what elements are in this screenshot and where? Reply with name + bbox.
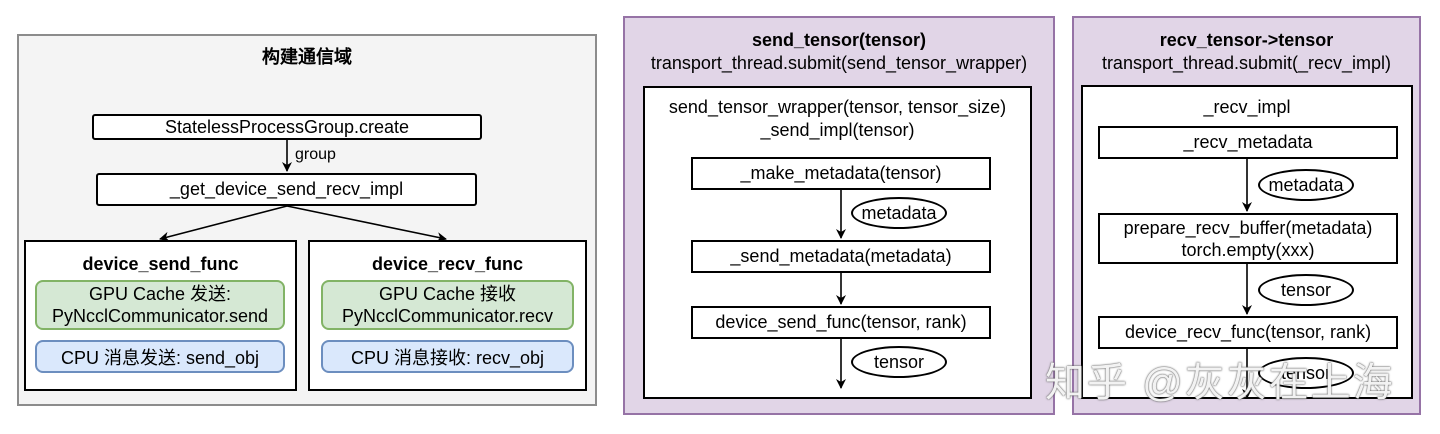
prepare-recv-buffer-box: prepare_recv_buffer(metadata) torch.empt… xyxy=(1098,213,1398,264)
tensor-oval-recv-1: tensor xyxy=(1258,274,1354,306)
impl-to-recv-func-arrow xyxy=(286,205,447,243)
prepare-recv-line1: prepare_recv_buffer(metadata) xyxy=(1123,217,1373,238)
prepare-recv-line2: torch.empty(xxx) xyxy=(1181,239,1315,260)
cpu-recv-box: CPU 消息接收: recv_obj xyxy=(321,340,574,373)
metadata-oval-send: metadata xyxy=(851,197,947,229)
gpu-recv-box: GPU Cache 接收 PyNcclCommunicator.recv xyxy=(321,280,574,330)
send-tensor-subtitle: transport_thread.submit(send_tensor_wrap… xyxy=(650,52,1028,73)
watermark: 知乎 @灰灰在上海 xyxy=(1045,361,1395,405)
device-send-func-title: device_send_func xyxy=(82,253,239,274)
gpu-send-box: GPU Cache 发送: PyNcclCommunicator.send xyxy=(35,280,285,330)
send-wrapper-line1: send_tensor_wrapper(tensor, tensor_size) xyxy=(668,96,1007,117)
gpu-send-line2: PyNcclCommunicator.send xyxy=(51,306,269,326)
gpu-recv-line2: PyNcclCommunicator.recv xyxy=(341,306,554,326)
send-metadata-box: _send_metadata(metadata) xyxy=(691,240,991,273)
recv-tensor-title: recv_tensor->tensor xyxy=(1159,29,1334,50)
impl-to-send-func-arrow xyxy=(159,205,288,242)
metadata-oval-recv: metadata xyxy=(1258,169,1354,201)
device-recv-func-title: device_recv_func xyxy=(371,253,524,274)
comm-domain-title: 构建通信域 xyxy=(262,47,352,67)
cpu-send-box: CPU 消息发送: send_obj xyxy=(35,340,285,373)
get-impl-box: _get_device_send_recv_impl xyxy=(96,173,477,206)
recv-impl-title: _recv_impl xyxy=(1203,96,1291,117)
tensor-oval-recv-2: tensor xyxy=(1258,357,1354,389)
create-group-box: StatelessProcessGroup.create xyxy=(92,114,482,140)
send-tensor-title: send_tensor(tensor) xyxy=(751,29,927,50)
send-wrapper-line2: _send_impl(tensor) xyxy=(760,119,915,140)
tensor-oval-send: tensor xyxy=(851,346,947,378)
device-send-call-box: device_send_func(tensor, rank) xyxy=(691,306,991,339)
make-metadata-box: _make_metadata(tensor) xyxy=(691,157,991,190)
recv-tensor-subtitle: transport_thread.submit(_recv_impl) xyxy=(1101,52,1392,73)
gpu-send-line1: GPU Cache 发送: xyxy=(88,284,232,304)
recv-metadata-box: _recv_metadata xyxy=(1098,126,1398,159)
device-recv-call-box: device_recv_func(tensor, rank) xyxy=(1098,316,1398,349)
gpu-recv-line1: GPU Cache 接收 xyxy=(378,284,517,304)
group-edge-label: group xyxy=(295,146,336,163)
